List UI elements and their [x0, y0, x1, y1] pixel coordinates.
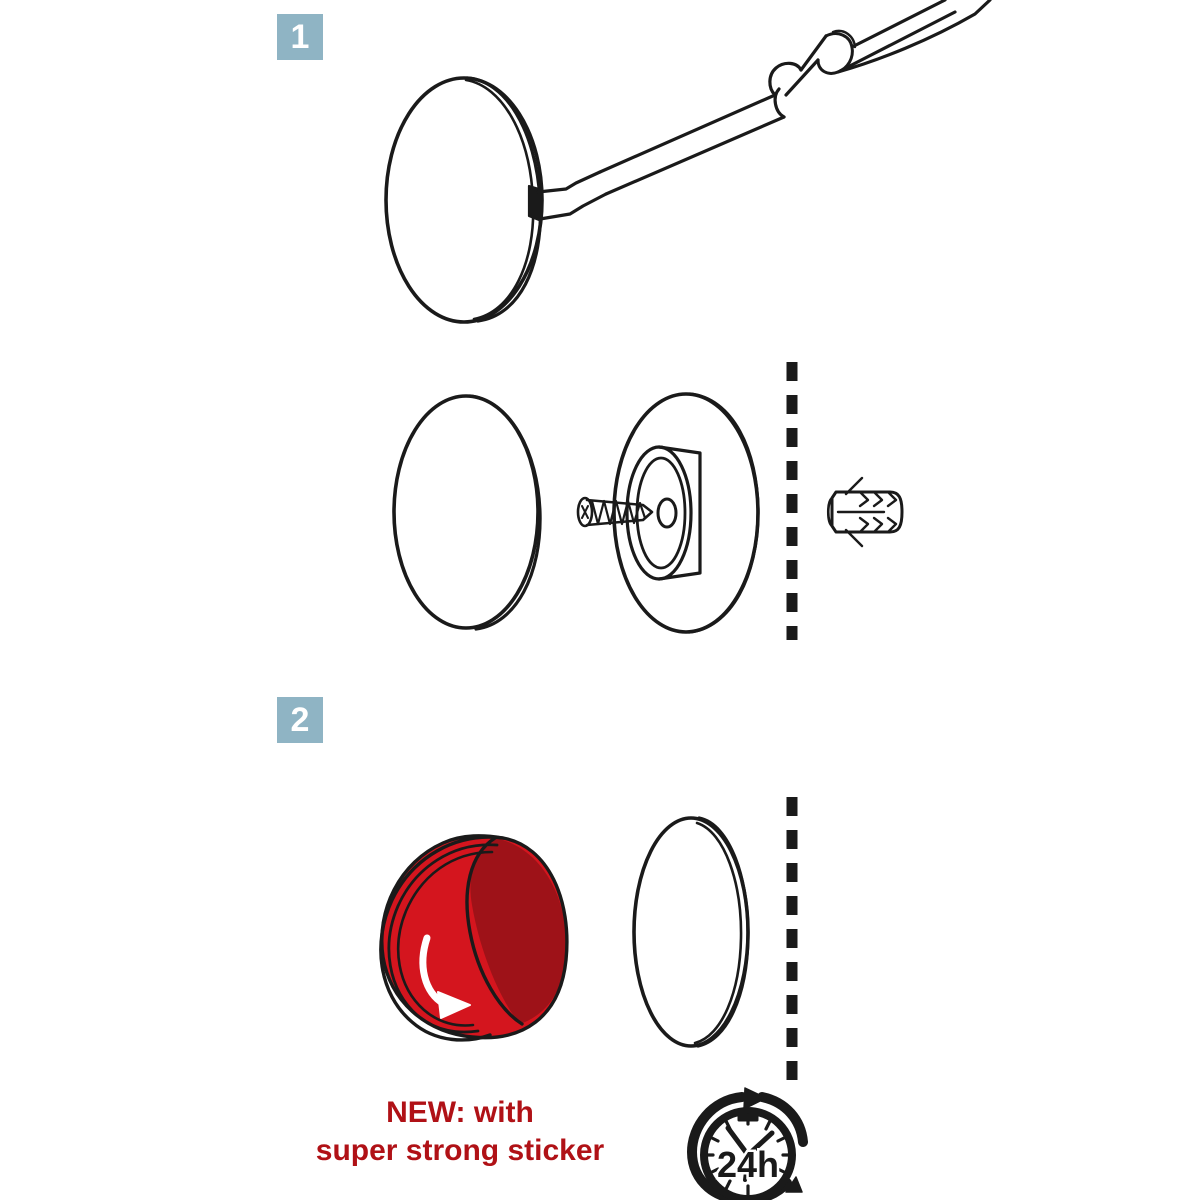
wall-plug-anchor [826, 476, 904, 548]
promo-line-2: super strong sticker [315, 1134, 605, 1168]
promo-line-1: NEW: with [386, 1096, 534, 1129]
promo-caption: NEW: with super strong sticker [210, 1094, 710, 1171]
step-badge-2: 2 [277, 697, 323, 743]
flathead-screwdriver [536, 0, 992, 221]
step-badge-1-label: 1 [290, 18, 310, 56]
rotation-arrow-head [437, 991, 471, 1019]
cover-cap-disc [384, 76, 544, 324]
cover-cap-with-sticker [379, 834, 569, 1042]
step-badge-2-label: 2 [290, 701, 310, 739]
mounting-screw [576, 496, 654, 528]
step-badge-1: 1 [277, 14, 323, 60]
cure-time-icon [687, 1087, 808, 1200]
cover-cap-disc-mounted [632, 816, 750, 1048]
step1-exploded-row [392, 362, 904, 640]
cover-cap-disc-detached [392, 394, 542, 631]
cure-time-label: 24h [717, 1144, 779, 1185]
step1-top-scene [384, 0, 992, 324]
step2-scene [379, 797, 798, 1094]
rosette-wall-plate [612, 392, 760, 634]
